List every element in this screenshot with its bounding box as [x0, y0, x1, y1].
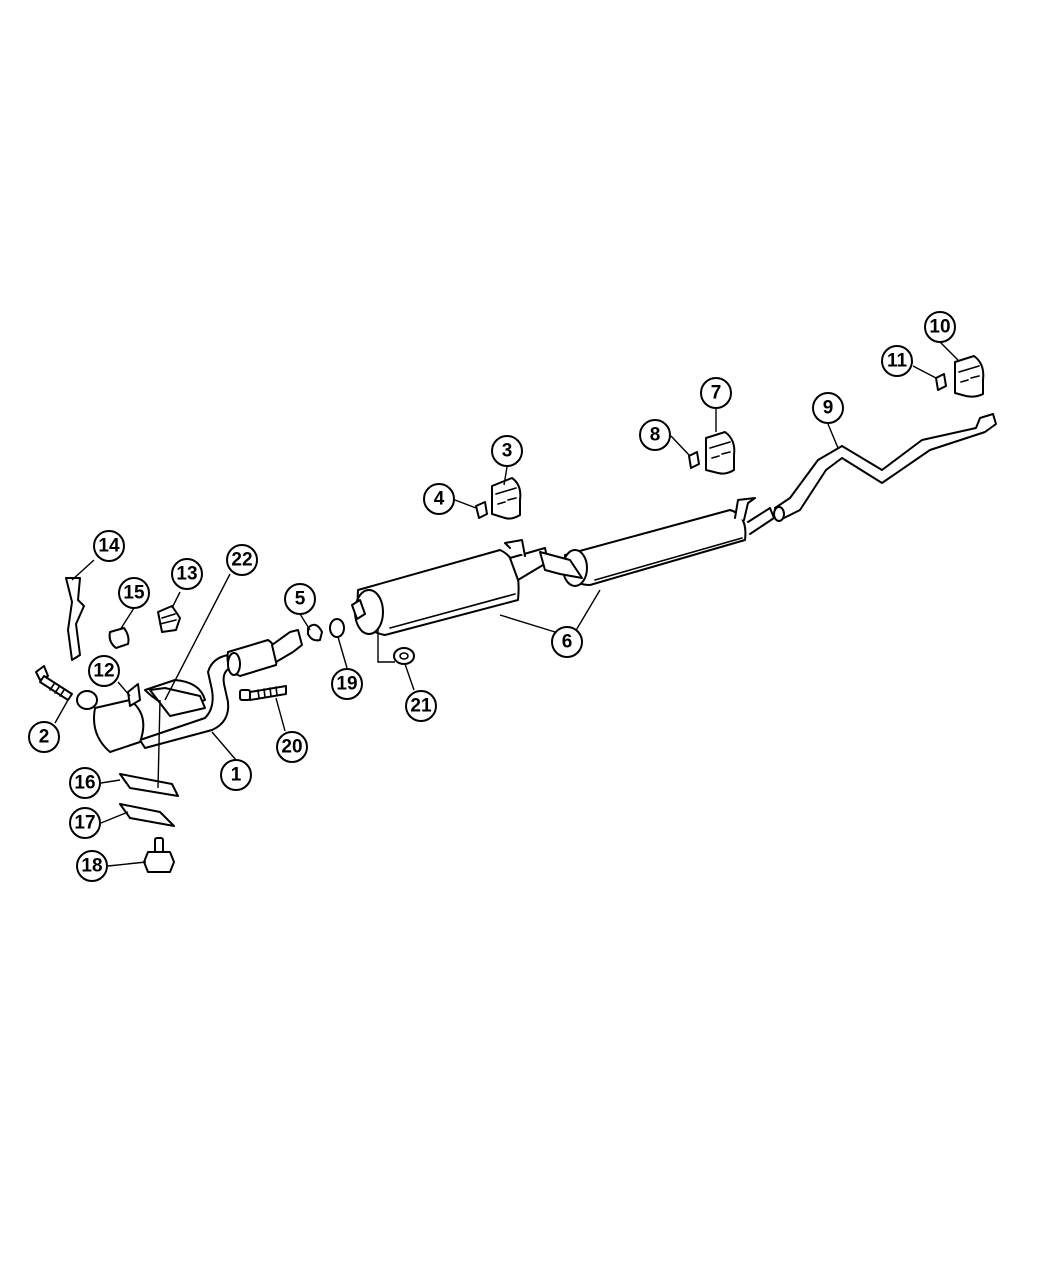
svg-text:19: 19: [336, 674, 357, 695]
hanger-nut-front: [475, 501, 488, 519]
callout-17: 17: [69, 807, 101, 839]
front-muffler: [351, 539, 583, 636]
callout-13: 13: [171, 558, 203, 590]
callout-7: 7: [700, 377, 732, 409]
callout-2: 2: [28, 721, 60, 753]
callout-3: 3: [491, 435, 523, 467]
svg-text:12: 12: [93, 661, 114, 682]
callout-21: 21: [405, 690, 437, 722]
svg-text:1: 1: [231, 765, 242, 786]
svg-text:20: 20: [281, 737, 302, 758]
callout-19: 19: [331, 668, 363, 700]
callout-12: 12: [88, 655, 120, 687]
svg-text:10: 10: [929, 317, 950, 338]
mounting-bolt: [35, 665, 73, 701]
callout-14: 14: [93, 530, 125, 562]
heat-shield-bracket: [65, 577, 85, 661]
callout-10: 10: [924, 311, 956, 343]
leader-lines: [54, 341, 959, 867]
callout-18: 18: [76, 850, 108, 882]
callout-16: 16: [69, 767, 101, 799]
stud-nut: [143, 837, 175, 873]
svg-text:13: 13: [176, 564, 197, 585]
exhaust-hanger-middle: [705, 431, 736, 475]
tail-pipe: [773, 413, 997, 522]
svg-text:15: 15: [123, 583, 145, 604]
oxygen-sensor: [157, 605, 181, 633]
svg-text:7: 7: [711, 383, 722, 404]
svg-text:22: 22: [231, 550, 252, 571]
svg-text:2: 2: [39, 727, 50, 748]
callout-11: 11: [881, 345, 913, 377]
exhaust-gasket: [329, 618, 345, 638]
rear-muffler: [562, 497, 775, 587]
svg-text:21: 21: [410, 696, 432, 717]
callout-9: 9: [812, 392, 844, 424]
flange-nut: [393, 647, 415, 665]
callout-4: 4: [423, 483, 455, 515]
svg-text:9: 9: [823, 398, 834, 419]
isolator-cap: [108, 627, 130, 649]
support-bracket: [149, 687, 206, 717]
callout-22: 22: [226, 544, 258, 576]
callout-1: 1: [220, 759, 252, 791]
bracket-plate: [119, 773, 179, 797]
svg-text:16: 16: [74, 773, 95, 794]
exhaust-clamp: [307, 623, 323, 642]
svg-text:8: 8: [650, 425, 661, 446]
manifold-gasket: [127, 683, 141, 707]
flange-bolt: [239, 685, 287, 701]
svg-text:5: 5: [295, 589, 306, 610]
svg-text:6: 6: [562, 632, 573, 653]
callout-15: 15: [118, 577, 150, 609]
callout-6: 6: [551, 626, 583, 658]
hanger-nut-middle: [688, 451, 700, 469]
front-exhaust-pipe: [76, 629, 303, 753]
svg-text:18: 18: [81, 856, 102, 877]
isolator-plate: [119, 803, 175, 827]
callout-8: 8: [639, 419, 671, 451]
svg-text:14: 14: [98, 536, 120, 557]
svg-text:11: 11: [887, 351, 908, 372]
svg-text:4: 4: [434, 489, 445, 510]
callout-20: 20: [276, 731, 308, 763]
hanger-nut-rear: [935, 373, 947, 391]
exhaust-hanger-rear: [954, 355, 985, 398]
svg-text:17: 17: [74, 813, 95, 834]
exhaust-hanger-front: [491, 477, 522, 520]
svg-text:3: 3: [502, 441, 513, 462]
callout-5: 5: [284, 583, 316, 615]
